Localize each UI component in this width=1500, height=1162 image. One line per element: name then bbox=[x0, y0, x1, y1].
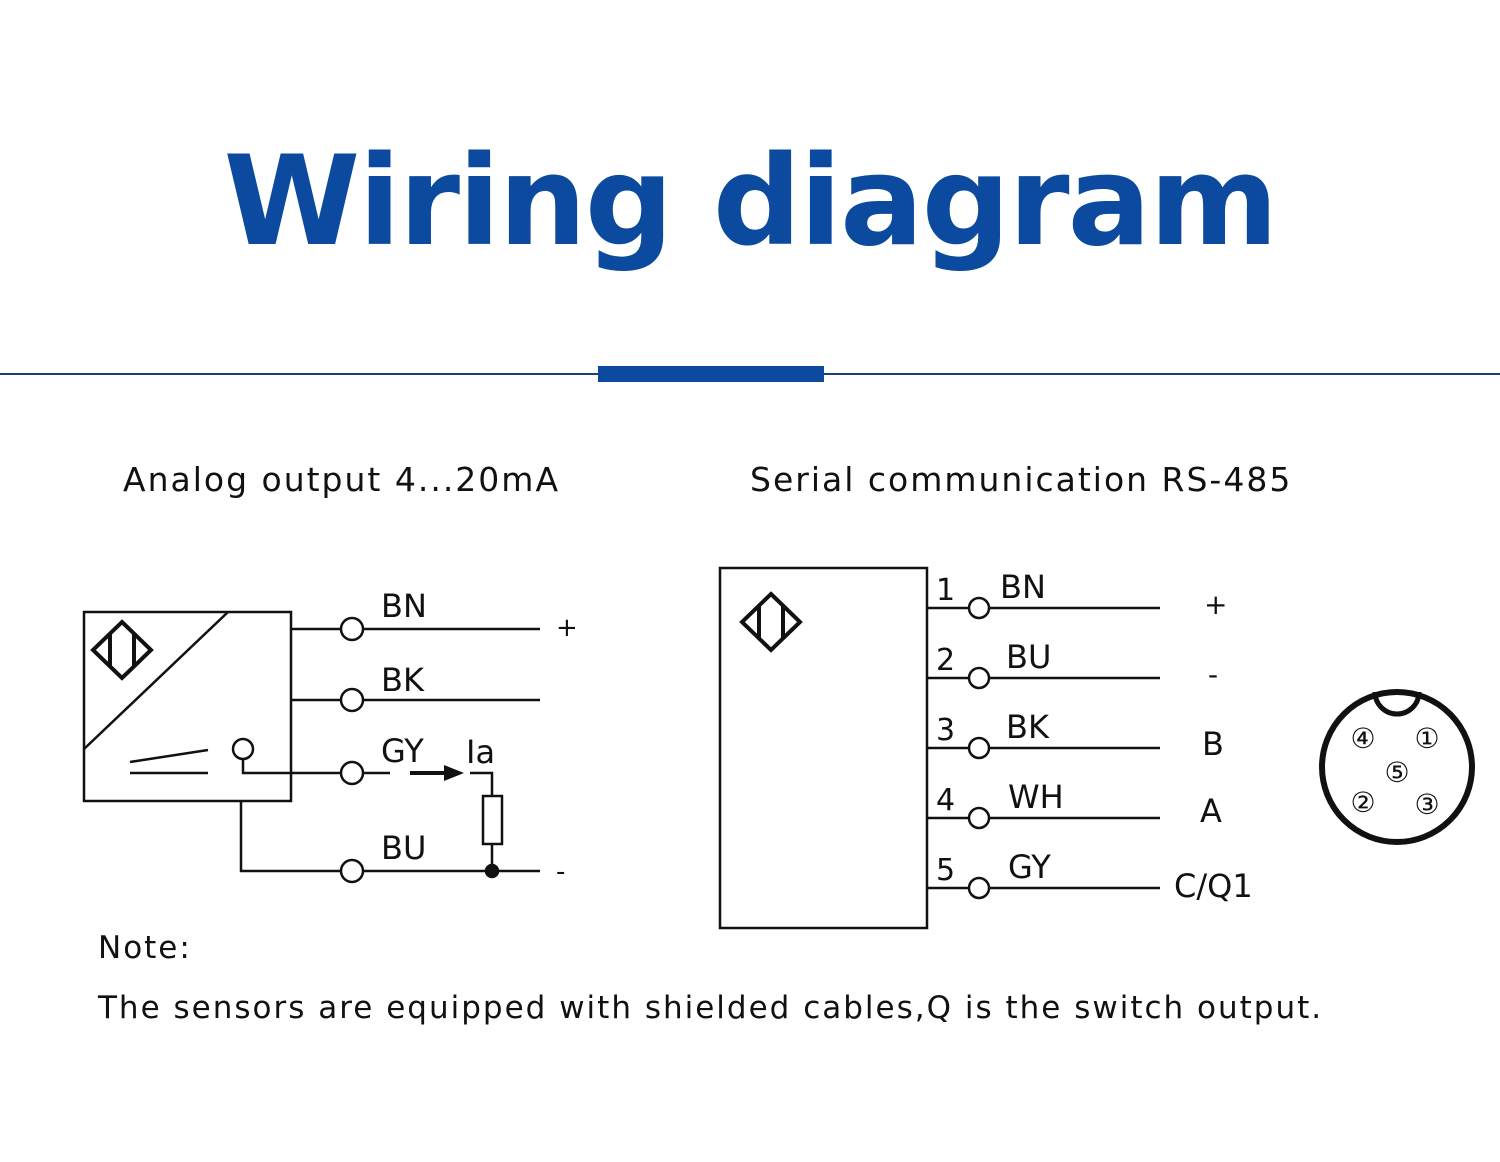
pin-number-2: 2 bbox=[936, 643, 955, 678]
load-resistor-icon bbox=[481, 794, 504, 846]
m12-connector-icon bbox=[1319, 689, 1475, 845]
current-label: Ia bbox=[466, 733, 495, 771]
terminal-circle-gy bbox=[339, 760, 365, 786]
pin-circle-5 bbox=[967, 876, 991, 900]
analog-wire-label-gy: GY bbox=[381, 732, 424, 770]
note-label: Note: bbox=[98, 930, 192, 966]
pin-number-1: 1 bbox=[936, 573, 955, 608]
serial-wire-label-3: BK bbox=[1006, 708, 1050, 746]
analog-wire-gy-inner bbox=[241, 759, 340, 775]
serial-signal-3: B bbox=[1202, 725, 1224, 763]
terminal-circle-bk bbox=[339, 687, 365, 713]
load-wire-top bbox=[470, 771, 494, 796]
sensor-diamond-icon bbox=[739, 591, 803, 653]
terminal-circle-bn bbox=[339, 616, 365, 642]
analog-wire-label-bk: BK bbox=[381, 661, 425, 699]
analog-sensor-body bbox=[82, 610, 293, 803]
sensor-diamond-icon bbox=[90, 619, 154, 681]
serial-wire-label-2: BU bbox=[1006, 638, 1051, 676]
connector-pin-3: ③ bbox=[1414, 788, 1439, 821]
serial-signal-5: C/Q1 bbox=[1174, 867, 1253, 905]
analog-terminal-plus: + bbox=[556, 613, 578, 643]
serial-sensor-body bbox=[718, 566, 929, 930]
serial-wire-label-1: BN bbox=[1000, 568, 1046, 606]
serial-signal-2: - bbox=[1208, 658, 1218, 691]
analog-heading: Analog output 4...20mA bbox=[123, 460, 561, 499]
serial-diagram bbox=[718, 566, 1160, 930]
pin-number-5: 5 bbox=[936, 853, 955, 888]
connector-pin-1: ① bbox=[1414, 722, 1439, 755]
junction-dot bbox=[484, 863, 500, 879]
connector-pin-4: ④ bbox=[1350, 722, 1375, 755]
serial-signal-1: + bbox=[1204, 588, 1227, 621]
pin-circle-4 bbox=[967, 806, 991, 830]
serial-wire-label-5: GY bbox=[1008, 848, 1051, 886]
serial-wire-label-4: WH bbox=[1008, 778, 1064, 816]
pin-number-4: 4 bbox=[936, 783, 955, 818]
pin-circle-1 bbox=[967, 596, 991, 620]
header-accent-bar bbox=[598, 366, 824, 382]
connector-pin-5: ⑤ bbox=[1384, 756, 1409, 789]
note-text: The sensors are equipped with shielded c… bbox=[98, 990, 1324, 1026]
serial-signal-4: A bbox=[1200, 792, 1222, 830]
analog-terminal-minus: - bbox=[556, 857, 565, 887]
pin-number-3: 3 bbox=[936, 713, 955, 748]
switch-contact-line bbox=[129, 748, 209, 764]
connector-pin-2: ② bbox=[1350, 786, 1375, 819]
analog-diagram bbox=[82, 610, 540, 884]
page-title: Wiring diagram bbox=[223, 130, 1279, 274]
terminal-circle-bu bbox=[339, 858, 365, 884]
analog-wire-label-bu: BU bbox=[381, 829, 426, 867]
output-node-icon bbox=[231, 737, 255, 761]
analog-sensor-diagonal bbox=[83, 611, 229, 750]
analog-wire-label-bn: BN bbox=[381, 587, 427, 625]
analog-wire-bu-inner bbox=[239, 801, 341, 873]
serial-heading: Serial communication RS-485 bbox=[750, 460, 1293, 499]
pin-circle-3 bbox=[967, 736, 991, 760]
pin-circle-2 bbox=[967, 666, 991, 690]
